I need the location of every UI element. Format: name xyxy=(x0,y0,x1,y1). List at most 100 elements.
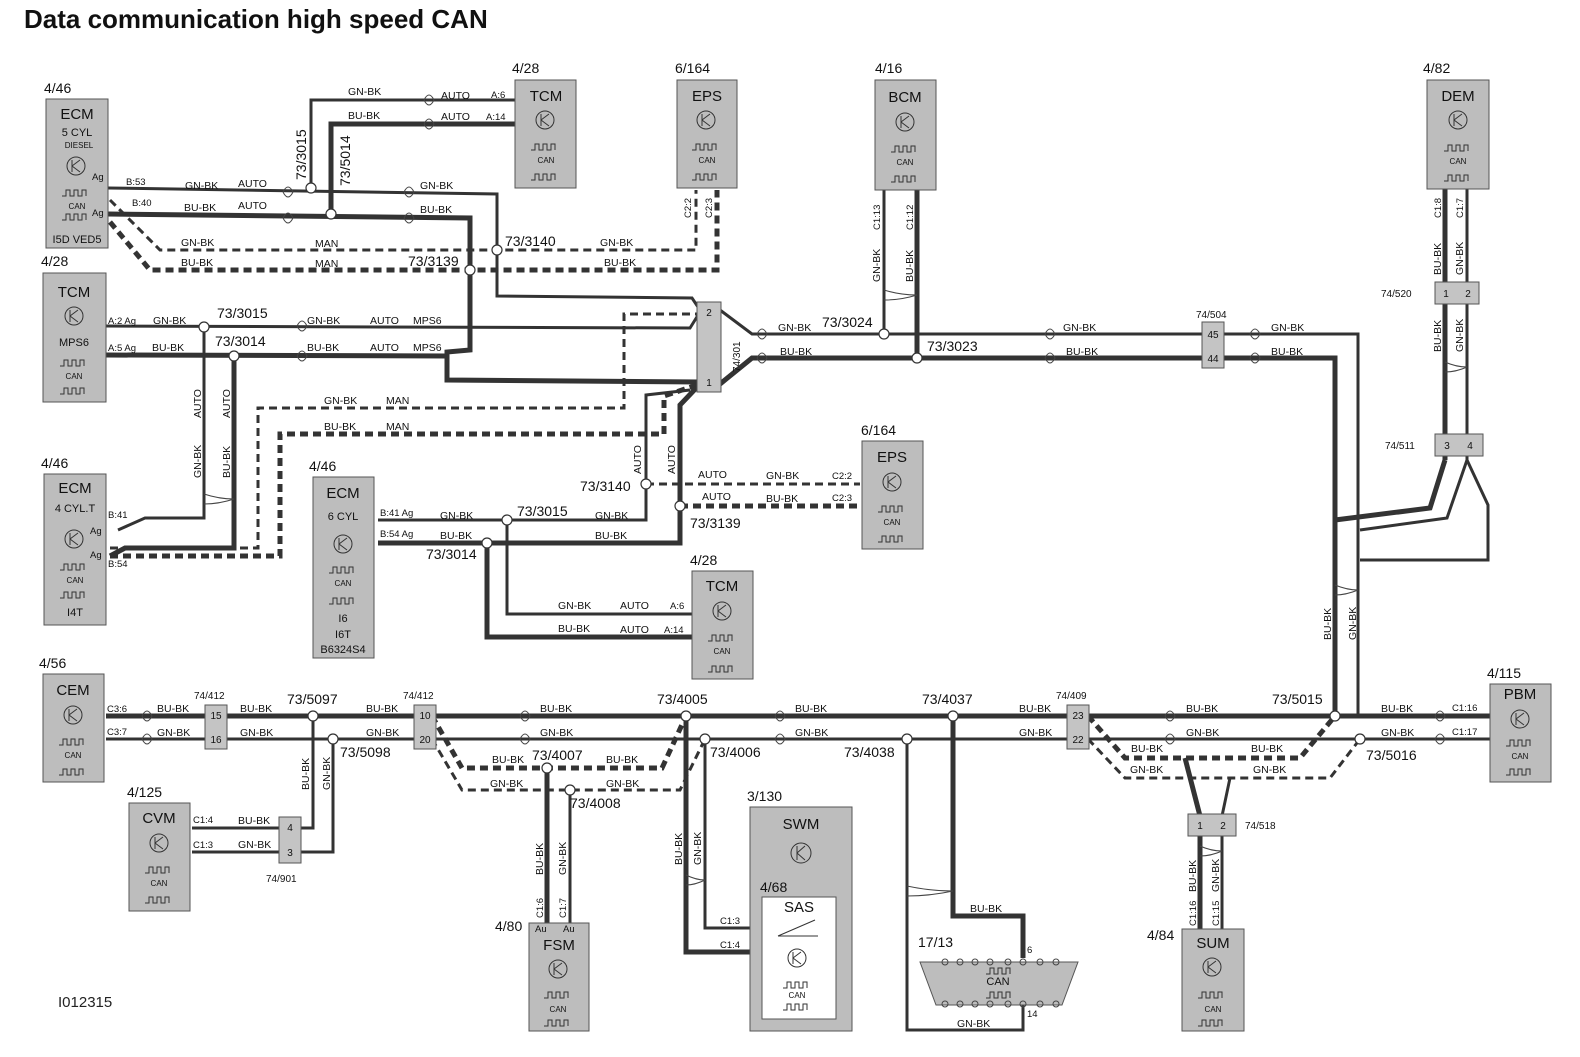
wire-label: GN-BK xyxy=(871,249,883,282)
pulse-icon xyxy=(783,981,808,989)
wire-label: BU-BK xyxy=(1381,703,1413,715)
pin-label: B:41 xyxy=(108,510,128,521)
pin-label: C3:6 xyxy=(107,704,127,715)
wire-label: GN-BK xyxy=(1253,764,1286,776)
module-eps-top: 6/164 EPS CAN xyxy=(675,60,738,189)
dlc-pin-row xyxy=(941,958,1060,1008)
pulse-icon xyxy=(531,143,556,151)
module-ecm-6cyl: 4/46 ECM 6 CYL CAN I6 I6T B6324S4 xyxy=(309,458,375,659)
wire-label: AUTO xyxy=(698,469,727,481)
wire-label: GN-BK xyxy=(440,510,473,522)
svg-text:1: 1 xyxy=(1443,289,1449,300)
pin-label: C2:2 xyxy=(832,471,852,482)
pin-label: A:14 xyxy=(486,112,506,123)
pulse-icon xyxy=(878,535,903,543)
wire-label: BU-BK xyxy=(366,703,398,715)
pulse-icon xyxy=(60,591,85,599)
svg-text:MPS6: MPS6 xyxy=(59,337,89,349)
svg-text:74/301: 74/301 xyxy=(732,341,743,372)
svg-text:44: 44 xyxy=(1207,354,1219,365)
splice-label: 73/3139 xyxy=(408,253,459,269)
svg-text:CAN: CAN xyxy=(538,156,555,165)
svg-text:CAN: CAN xyxy=(67,576,84,585)
module-pbm: 4/115 PBM CAN xyxy=(1487,665,1552,783)
wire-man-gnbk xyxy=(108,190,698,252)
wire-label: BU-BK xyxy=(1432,320,1444,352)
pulse-icon xyxy=(531,173,556,181)
wire-auto-gnbk-down xyxy=(117,328,206,532)
module-bcm: 4/16 BCM CAN xyxy=(874,60,937,191)
svg-text:74/504: 74/504 xyxy=(1196,310,1227,321)
wire-label: GN-BK xyxy=(324,395,357,407)
wire-label: GN-BK xyxy=(157,727,190,739)
page-title: Data communication high speed CAN xyxy=(24,4,488,34)
pulse-icon xyxy=(708,634,733,642)
splice-label: 73/3015 xyxy=(217,305,268,321)
splice-5014 xyxy=(325,208,337,220)
svg-text:4/28: 4/28 xyxy=(690,552,717,568)
svg-text:17/13: 17/13 xyxy=(918,934,953,950)
wire-label: GN-BK xyxy=(181,237,214,249)
wire-bus-gnbk xyxy=(719,308,1360,716)
splice-label: 73/5015 xyxy=(1272,691,1323,707)
splice-labels: 73/3015 73/5014 73/3140 73/3139 73/3015 … xyxy=(215,129,1417,811)
transistor-icon xyxy=(1202,957,1222,977)
splice-label: 73/3024 xyxy=(822,314,873,330)
splice-5015 xyxy=(1329,710,1341,722)
splice-label: 73/4006 xyxy=(710,744,761,760)
pulse-icon xyxy=(692,143,717,151)
wire-label: BU-BK xyxy=(300,758,312,790)
svg-text:BCM: BCM xyxy=(888,89,921,106)
pin-label: C1:8 xyxy=(1433,198,1444,218)
wire-label: BU-BK xyxy=(492,754,524,766)
connector-74-901: 4 3 74/901 xyxy=(266,816,302,885)
wire-label: BU-BK xyxy=(157,703,189,715)
wire-tcm-mid-bubk xyxy=(484,543,692,640)
wire-tcm-mps6-gnbk xyxy=(105,311,702,330)
wire-label: BU-BK xyxy=(1432,243,1444,275)
pulse-icon xyxy=(60,359,85,367)
svg-text:4/56: 4/56 xyxy=(39,655,66,671)
wire-label: BU-BK xyxy=(534,843,546,875)
svg-text:CVM: CVM xyxy=(142,810,175,827)
svg-text:EPS: EPS xyxy=(692,88,722,105)
svg-text:SUM: SUM xyxy=(1196,935,1229,952)
svg-text:74/409: 74/409 xyxy=(1056,691,1087,702)
connector-74-504: 45 44 74/504 xyxy=(1196,310,1227,369)
wire-label: GN-BK xyxy=(1186,727,1219,739)
wire-label: AUTO xyxy=(620,600,649,612)
svg-text:15: 15 xyxy=(210,711,222,722)
pin-label: A:6 xyxy=(670,601,684,612)
splice-3139-top xyxy=(464,264,476,276)
transistor-icon xyxy=(696,110,716,130)
svg-text:CAN: CAN xyxy=(69,202,86,211)
svg-text:4/28: 4/28 xyxy=(512,60,539,76)
splice-label: 73/3014 xyxy=(426,546,477,562)
svg-text:Au: Au xyxy=(563,924,575,935)
svg-text:I5D VED5: I5D VED5 xyxy=(53,234,102,246)
pin-label: A:14 xyxy=(664,625,684,636)
splice-3139-mid xyxy=(674,500,686,512)
wire-label: BU-BK xyxy=(240,703,272,715)
splice-label: 73/3014 xyxy=(215,333,266,349)
wire-label: AUTO xyxy=(702,491,731,503)
pin-label: C1:17 xyxy=(1452,727,1477,738)
svg-text:5 CYL: 5 CYL xyxy=(62,127,93,139)
pulse-icon xyxy=(1506,768,1531,776)
svg-text:1: 1 xyxy=(1197,821,1203,832)
transistor-icon xyxy=(66,156,86,176)
pulse-icon xyxy=(544,991,569,999)
pin-label: C3:7 xyxy=(107,727,127,738)
connector-74-412-a: 15 16 74/412 xyxy=(194,691,228,750)
svg-text:CAN: CAN xyxy=(884,518,901,527)
svg-text:4/28: 4/28 xyxy=(41,253,68,269)
wire-label: BU-BK xyxy=(1251,743,1283,755)
wire-ecm6-bubk xyxy=(378,382,702,546)
svg-text:ECM: ECM xyxy=(326,485,359,502)
pulse-icon xyxy=(59,768,84,776)
splice-4008 xyxy=(564,784,576,796)
pulse-icon xyxy=(986,967,1011,975)
wires xyxy=(105,98,1490,1032)
svg-text:16: 16 xyxy=(210,735,222,746)
svg-text:2: 2 xyxy=(706,308,712,319)
